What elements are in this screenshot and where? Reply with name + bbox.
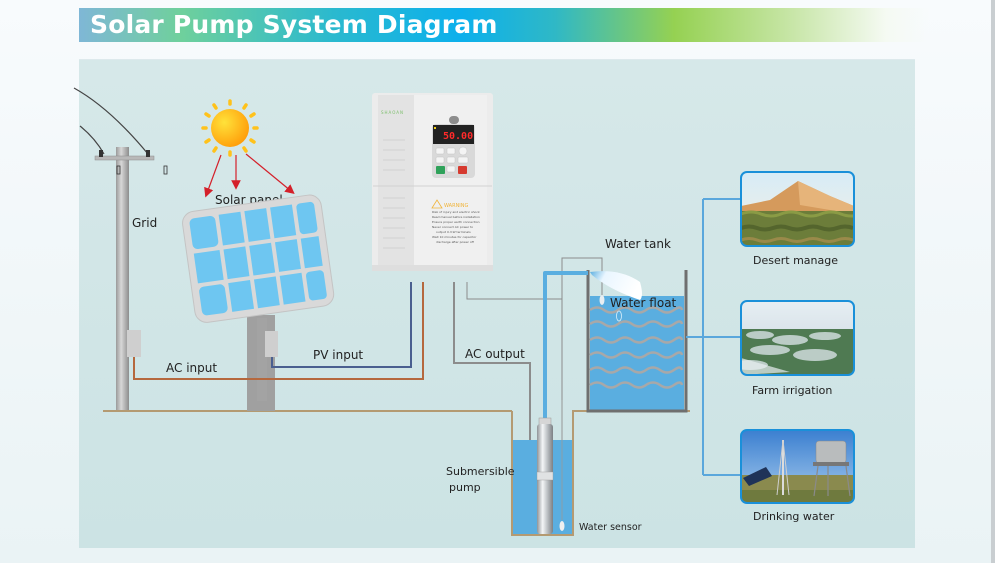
ac-output-label: AC output xyxy=(465,347,525,361)
irrigation-photo xyxy=(741,301,854,375)
grid-pole xyxy=(94,147,168,411)
sun-icon xyxy=(201,99,259,157)
application-label: Farm irrigation xyxy=(752,384,832,397)
title-divider xyxy=(79,59,915,60)
water-tank xyxy=(586,270,688,413)
water-sensor-label: Water sensor xyxy=(579,522,642,533)
svg-text:Wait 10 minutes for capacitor: Wait 10 minutes for capacitor xyxy=(432,235,477,239)
title-banner: Solar Pump System Diagram xyxy=(79,8,929,42)
water-pipe xyxy=(543,271,588,418)
sunlight-arrows xyxy=(204,153,295,198)
svg-text:Read manual before installatio: Read manual before installation xyxy=(432,215,480,219)
svg-text:WARNING: WARNING xyxy=(444,203,469,209)
page-title: Solar Pump System Diagram xyxy=(90,10,498,39)
water-tower-photo xyxy=(741,430,854,503)
application-farm-irrigation[interactable]: Farm irrigation xyxy=(732,300,855,397)
application-label: Drinking water xyxy=(753,510,835,523)
svg-text:output U.V.W terminals: output U.V.W terminals xyxy=(436,230,471,234)
ac-input-wire xyxy=(133,282,424,380)
window-scrollbar-edge xyxy=(991,0,995,563)
submersible-pump-label-line2: pump xyxy=(449,481,481,494)
pv-input-wire xyxy=(271,282,412,368)
inverter-run-button xyxy=(436,166,445,174)
water-sensor-icon xyxy=(559,400,565,531)
submersible-pump-label-line1: Submersible xyxy=(446,465,515,478)
inverter-device: SHAOAN 50.00 WARNING Risk of injury and … xyxy=(372,93,493,271)
grid-label: Grid xyxy=(132,216,157,230)
application-connectors xyxy=(686,198,741,476)
water-spray xyxy=(590,271,642,300)
water-tank-label: Water tank xyxy=(605,237,671,251)
svg-text:Ensure proper earth connection: Ensure proper earth connection xyxy=(432,220,480,224)
water-float-icon xyxy=(599,295,605,305)
svg-text:discharge after power off: discharge after power off xyxy=(436,240,475,244)
inverter-display: 50.00 xyxy=(443,131,473,142)
power-cables xyxy=(73,87,149,155)
water-float-label: Water float xyxy=(610,296,677,310)
application-label: Desert manage xyxy=(753,254,838,267)
pv-input-label: PV input xyxy=(313,348,363,362)
application-desert[interactable]: Desert manage xyxy=(740,171,861,267)
inverter-stop-button xyxy=(458,166,467,174)
svg-text:Risk of injury and electric sh: Risk of injury and electric shock xyxy=(432,210,480,214)
ac-input-label: AC input xyxy=(166,361,217,375)
svg-text:Never connect AC power to: Never connect AC power to xyxy=(432,225,473,229)
inverter-warning-label: WARNING Risk of injury and electric shoc… xyxy=(431,199,480,244)
ground-lines xyxy=(103,410,690,536)
desert-photo xyxy=(741,172,854,246)
submersible-pump-icon xyxy=(536,417,554,534)
solar-panel xyxy=(182,194,335,411)
inverter-brand: SHAOAN xyxy=(381,110,404,115)
application-drinking-water[interactable]: Drinking water xyxy=(740,429,855,523)
